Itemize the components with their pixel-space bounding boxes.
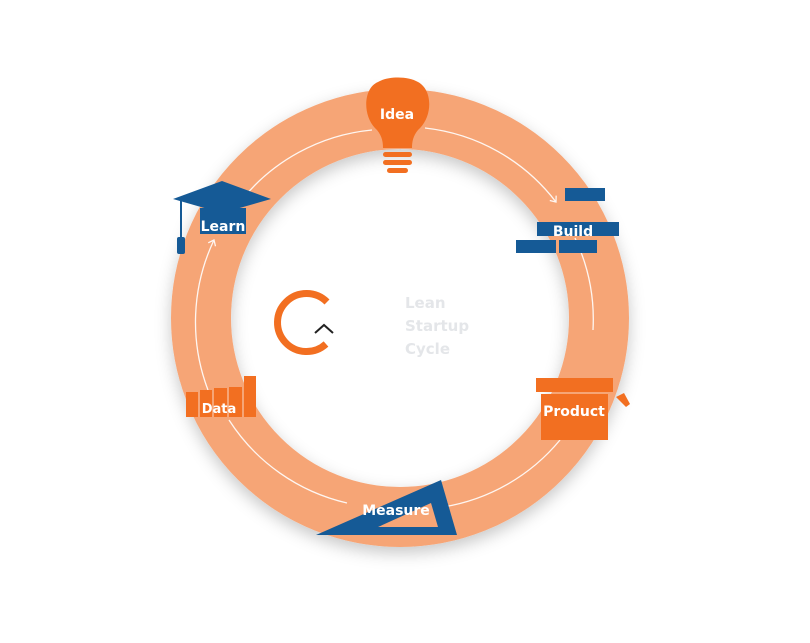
flow-arrow-learn-to-idea: [239, 129, 373, 203]
bricks-icon: [516, 188, 619, 253]
product-node: Product: [536, 378, 630, 440]
box-icon: [536, 378, 630, 440]
center-title-line-2: Startup: [405, 317, 469, 335]
build-label: Build: [553, 224, 593, 240]
build-node: Build: [516, 188, 619, 253]
flow-arrow-measure-to-data: [228, 419, 348, 504]
flow-arrow-product-to-measure: [441, 439, 561, 511]
center-title: Lean Startup Cycle: [274, 290, 469, 358]
center-title-line-3: Cycle: [405, 340, 450, 358]
lightbulb-icon: [366, 77, 430, 173]
measure-label: Measure: [362, 503, 430, 519]
bar-chart-icon: [186, 376, 256, 417]
product-label: Product: [543, 404, 605, 420]
cycle-icon: [274, 290, 334, 356]
learn-node: Learn: [173, 181, 271, 254]
set-square-icon: [316, 480, 457, 535]
idea-label: Idea: [380, 107, 414, 123]
data-node: Data: [186, 376, 256, 417]
measure-node: Measure: [316, 480, 457, 535]
flow-arrow-data-to-learn: [194, 239, 217, 391]
data-label: Data: [202, 402, 237, 417]
center-title-line-1: Lean: [405, 294, 446, 312]
flow-arrow-idea-to-build: [424, 127, 557, 203]
learn-label: Learn: [201, 219, 246, 235]
graduation-cap-icon: [173, 181, 271, 254]
flow-arrows: [194, 127, 594, 511]
idea-node: Idea: [366, 77, 430, 173]
